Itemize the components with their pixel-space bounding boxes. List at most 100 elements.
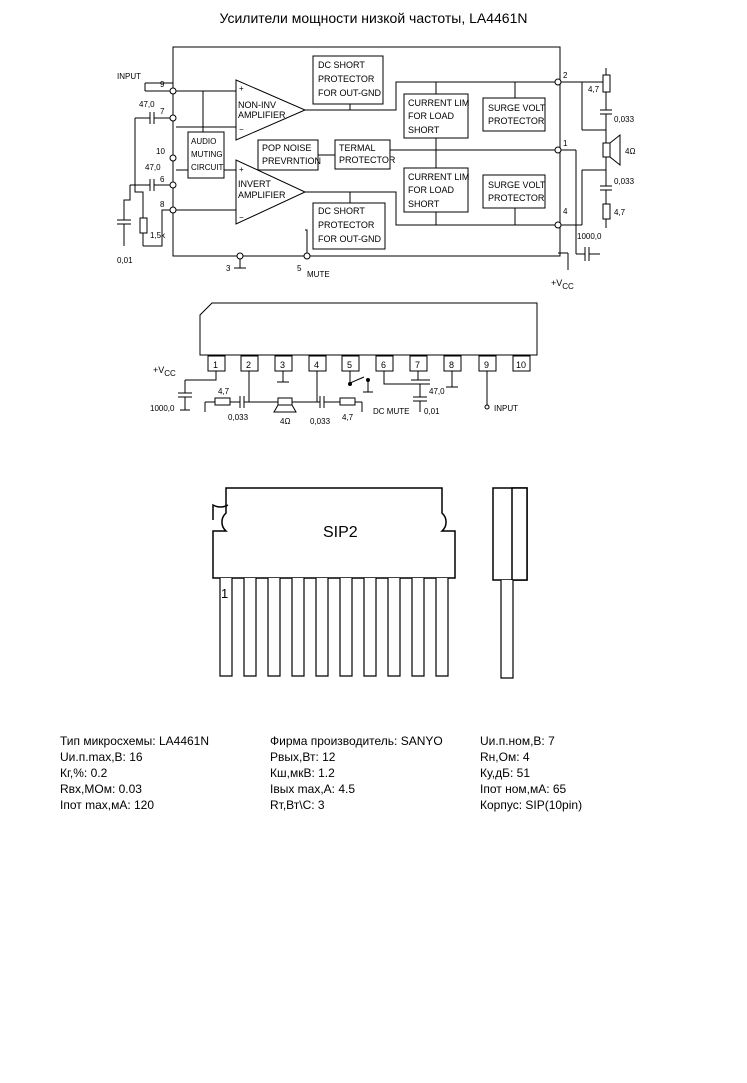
non-inv-amplifier — [235, 79, 307, 141]
block-diagram: 9 7 10 6 8 2 1 4 3 5 MUTE INPUT + − NON-… — [117, 46, 635, 291]
svg-text:INVERT: INVERT — [238, 179, 271, 189]
pinout-pin-6: 6 — [381, 360, 386, 370]
pinout-pin-2: 2 — [246, 360, 251, 370]
c47-top-label: 47,0 — [139, 100, 155, 109]
svg-text:PROTECTOR: PROTECTOR — [339, 155, 396, 165]
svg-text:FOR LOAD: FOR LOAD — [408, 111, 455, 121]
dc-short-bottom-block — [312, 202, 386, 250]
spec-column-2: Фирма производитель: SANYO Pвых,Вт: 12 К… — [270, 733, 443, 813]
audio-muting-block — [187, 131, 225, 179]
surge-volt-top-block — [482, 97, 546, 132]
spec-input-resistance: Rвх,МОм: 0.03 — [60, 782, 142, 796]
pinout-pin-9: 9 — [484, 360, 489, 370]
svg-text:CIRCUIT: CIRCUIT — [191, 163, 224, 172]
pinout-c0033-right-label: 0,033 — [310, 417, 331, 426]
mute-label: MUTE — [307, 270, 330, 279]
svg-text:−: − — [239, 213, 244, 222]
pinout-pin-10: 10 — [516, 360, 526, 370]
svg-text:+: + — [239, 84, 244, 93]
spec-output-power: Pвых,Вт: 12 — [270, 750, 336, 764]
spec-thd: Кг,%: 0.2 — [60, 766, 108, 780]
pinout-c47-label: 47,0 — [429, 387, 445, 396]
pin-4-label: 4 — [563, 207, 568, 216]
invert-amplifier — [235, 159, 307, 225]
pin-7-label: 7 — [160, 107, 165, 116]
spec-manufacturer: Фирма производитель: SANYO — [270, 734, 443, 748]
spec-package: Корпус: SIP(10pin) — [480, 798, 583, 812]
svg-text:SURGE VOLT: SURGE VOLT — [488, 180, 546, 190]
pinout-c001-label: 0,01 — [424, 407, 440, 416]
pinout-vcc-label: +VCC — [153, 365, 176, 378]
spec-chip-type: Тип микросхемы: LA4461N — [60, 734, 210, 748]
svg-text:PROTECTOR: PROTECTOR — [318, 74, 375, 84]
c1000-label: 1000,0 — [577, 232, 602, 241]
pin-10-label: 10 — [156, 147, 165, 156]
c47-bottom-label: 47,0 — [145, 163, 161, 172]
pinout-pin-3: 3 — [280, 360, 285, 370]
svg-text:PREVRNTION: PREVRNTION — [262, 156, 321, 166]
dc-short-top-block — [312, 55, 384, 105]
vcc-label: +VCC — [551, 278, 574, 291]
pinout-c1000-label: 1000,0 — [150, 404, 175, 413]
svg-text:TERMAL: TERMAL — [339, 143, 376, 153]
speaker-ohm-label: 4Ω — [625, 147, 635, 156]
spec-output-current: Iвых max,A: 4.5 — [270, 782, 356, 796]
pinout-r47-right — [339, 397, 356, 406]
pinout-r47-left — [214, 397, 231, 406]
pinout-pin-4: 4 — [314, 360, 319, 370]
input-label: INPUT — [117, 72, 141, 81]
svg-text:DC SHORT: DC SHORT — [318, 60, 365, 70]
pin-1-label: 1 — [563, 139, 568, 148]
pin-9-label: 9 — [160, 80, 165, 89]
spec-column-1: Тип микросхемы: LA4461N Uи.п.max,В: 16 К… — [60, 733, 209, 813]
svg-text:MUTING: MUTING — [191, 150, 223, 159]
spec-gain: Ку,дБ: 51 — [480, 766, 531, 780]
package-pin1-label: 1 — [221, 586, 228, 601]
svg-text:NON-INV: NON-INV — [238, 100, 276, 110]
c0033-bottom-label: 0,033 — [614, 177, 635, 186]
package-name: SIP2 — [323, 524, 358, 541]
pin-8-label: 8 — [160, 200, 165, 209]
pin-2-label: 2 — [563, 71, 568, 80]
svg-text:POP NOISE: POP NOISE — [262, 143, 311, 153]
svg-text:CURRENT LIM: CURRENT LIM — [408, 172, 469, 182]
svg-text:AUDIO: AUDIO — [191, 137, 216, 146]
svg-text:FOR LOAD: FOR LOAD — [408, 185, 455, 195]
pin-3-label: 3 — [226, 264, 231, 273]
svg-text:AMPLIFIER: AMPLIFIER — [238, 110, 286, 120]
pinout-pin-1: 1 — [213, 360, 218, 370]
svg-text:+: + — [239, 165, 244, 174]
spec-supply-nominal: Uи.п.ном,В: 7 — [480, 734, 555, 748]
spec-thermal-resistance: Rт,Вт\С: 3 — [270, 798, 325, 812]
spec-noise: Кш,мкВ: 1.2 — [270, 766, 335, 780]
pin-6-label: 6 — [160, 175, 165, 184]
pinout-r47-left-label: 4,7 — [218, 387, 230, 396]
pin-5-label: 5 — [297, 264, 302, 273]
svg-text:FOR OUT-GND: FOR OUT-GND — [318, 234, 381, 244]
svg-text:PROTECTOR: PROTECTOR — [488, 116, 545, 126]
pinout-pin-5: 5 — [347, 360, 352, 370]
speaker-icon — [602, 142, 611, 158]
svg-text:SHORT: SHORT — [408, 199, 440, 209]
r47-bottom-resistor — [602, 203, 611, 220]
pinout-dcmute-label: DC MUTE — [373, 407, 409, 416]
pinout-pin-8: 8 — [449, 360, 454, 370]
svg-text:PROTECTOR: PROTECTOR — [488, 193, 545, 203]
spec-column-3: Uи.п.ном,В: 7 Rн,Ом: 4 Ку,дБ: 51 Iпот но… — [480, 733, 582, 813]
c001-label: 0,01 — [117, 256, 133, 265]
pinout-diagram: 1 2 3 4 5 6 7 8 9 10 +VCC 1000,0 4,7 0,0… — [150, 302, 538, 426]
spec-load-resistance: Rн,Ом: 4 — [480, 750, 530, 764]
r47-top-resistor — [602, 74, 611, 93]
termal-protector-block — [334, 139, 391, 170]
svg-text:FOR OUT-GND: FOR OUT-GND — [318, 88, 381, 98]
pinout-c0033-left-label: 0,033 — [228, 413, 249, 422]
svg-text:SHORT: SHORT — [408, 125, 440, 135]
spec-current-nominal: Iпот ном,мА: 65 — [480, 782, 567, 796]
svg-text:AMPLIFIER: AMPLIFIER — [238, 190, 286, 200]
sip2-package-body — [212, 487, 456, 579]
pinout-speaker-label: 4Ω — [280, 417, 290, 426]
pinout-speaker-icon — [277, 397, 293, 406]
svg-text:−: − — [239, 125, 244, 134]
pinout-r47-right-label: 4,7 — [342, 413, 354, 422]
